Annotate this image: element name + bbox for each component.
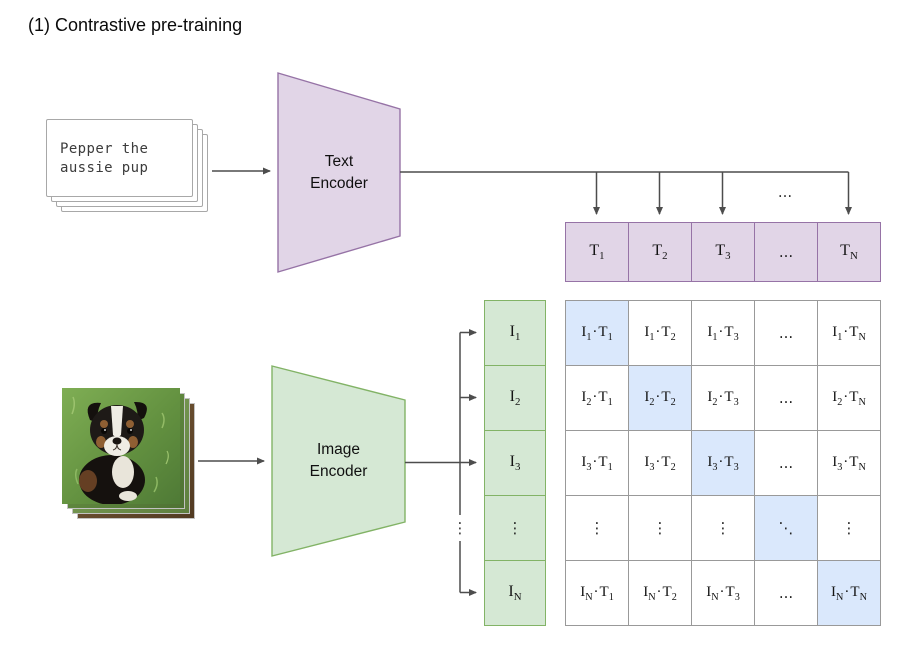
matrix-cell-r4c3: ⋮ (691, 495, 755, 561)
i-embedding-cell-3: I3 (484, 430, 546, 496)
matrix-cell-r2c5: I2·TN (817, 365, 881, 431)
i-embedding-cell-2: I2 (484, 365, 546, 431)
matrix-cell-r3c2: I3·T2 (628, 430, 692, 496)
matrix-cell-r5c4: ... (754, 560, 818, 626)
matrix-cell-r2c4: ... (754, 365, 818, 431)
matrix-cell-r5c1: IN·T1 (565, 560, 629, 626)
matrix-cell-r2c3: I2·T3 (691, 365, 755, 431)
matrix-cell-r3c3: I3·T3 (691, 430, 755, 496)
text-input-line: Pepper the (60, 140, 149, 157)
image-encoder-label: Image Encoder (272, 439, 405, 484)
image-branch-vdots: ⋮ (453, 519, 468, 537)
matrix-cell-r2c1: I2·T1 (565, 365, 629, 431)
figure-title: (1) Contrastive pre-training (28, 15, 243, 35)
matrix-cell-r3c4: ... (754, 430, 818, 496)
t-embedding-cell-5: TN (817, 222, 881, 282)
matrix-cell-r4c2: ⋮ (628, 495, 692, 561)
matrix-cell-r5c5: IN·TN (817, 560, 881, 626)
image-encoder-label-line: Image (316, 441, 361, 458)
matrix-cell-r1c2: I1·T2 (628, 300, 692, 366)
connector-dots-mask (453, 515, 467, 541)
i-embedding-cell-1: I1 (484, 300, 546, 366)
matrix-cell-r4c5: ⋮ (817, 495, 881, 561)
t-embedding-cell-2: T2 (628, 222, 692, 282)
matrix-cell-r3c5: I3·TN (817, 430, 881, 496)
puppy-photo (62, 388, 180, 504)
image-encoder-label-line: Encoder (309, 463, 368, 481)
matrix-cell-r1c5: I1·TN (817, 300, 881, 366)
t-embedding-cell-3: T3 (691, 222, 755, 282)
matrix-cell-r1c4: ... (754, 300, 818, 366)
t-embedding-cell-1: T1 (565, 222, 629, 282)
text-encoder-label-line: Encoder (310, 175, 368, 193)
matrix-cell-r1c1: I1·T1 (565, 300, 629, 366)
t-embedding-cell-4: ... (754, 222, 818, 282)
text-input-card: Pepper the aussie pup (46, 119, 193, 197)
matrix-cell-r4c1: ⋮ (565, 495, 629, 561)
matrix-cell-r5c2: IN·T2 (628, 560, 692, 626)
puppy-illustration (62, 388, 180, 504)
matrix-cell-r1c3: I1·T3 (691, 300, 755, 366)
i-embedding-cell-5: IN (484, 560, 546, 626)
matrix-cell-r4c4: ⋱ (754, 495, 818, 561)
matrix-cell-r2c2: I2·T2 (628, 365, 692, 431)
text-encoder-label-line: Text (324, 153, 354, 170)
text-input-line: aussie pup (60, 159, 149, 176)
matrix-cell-r5c3: IN·T3 (691, 560, 755, 626)
text-encoder-label: Text Encoder (278, 151, 400, 196)
i-embedding-cell-4: ⋮ (484, 495, 546, 561)
matrix-cell-r3c1: I3·T1 (565, 430, 629, 496)
t-row-ellipsis: ... (778, 183, 792, 201)
